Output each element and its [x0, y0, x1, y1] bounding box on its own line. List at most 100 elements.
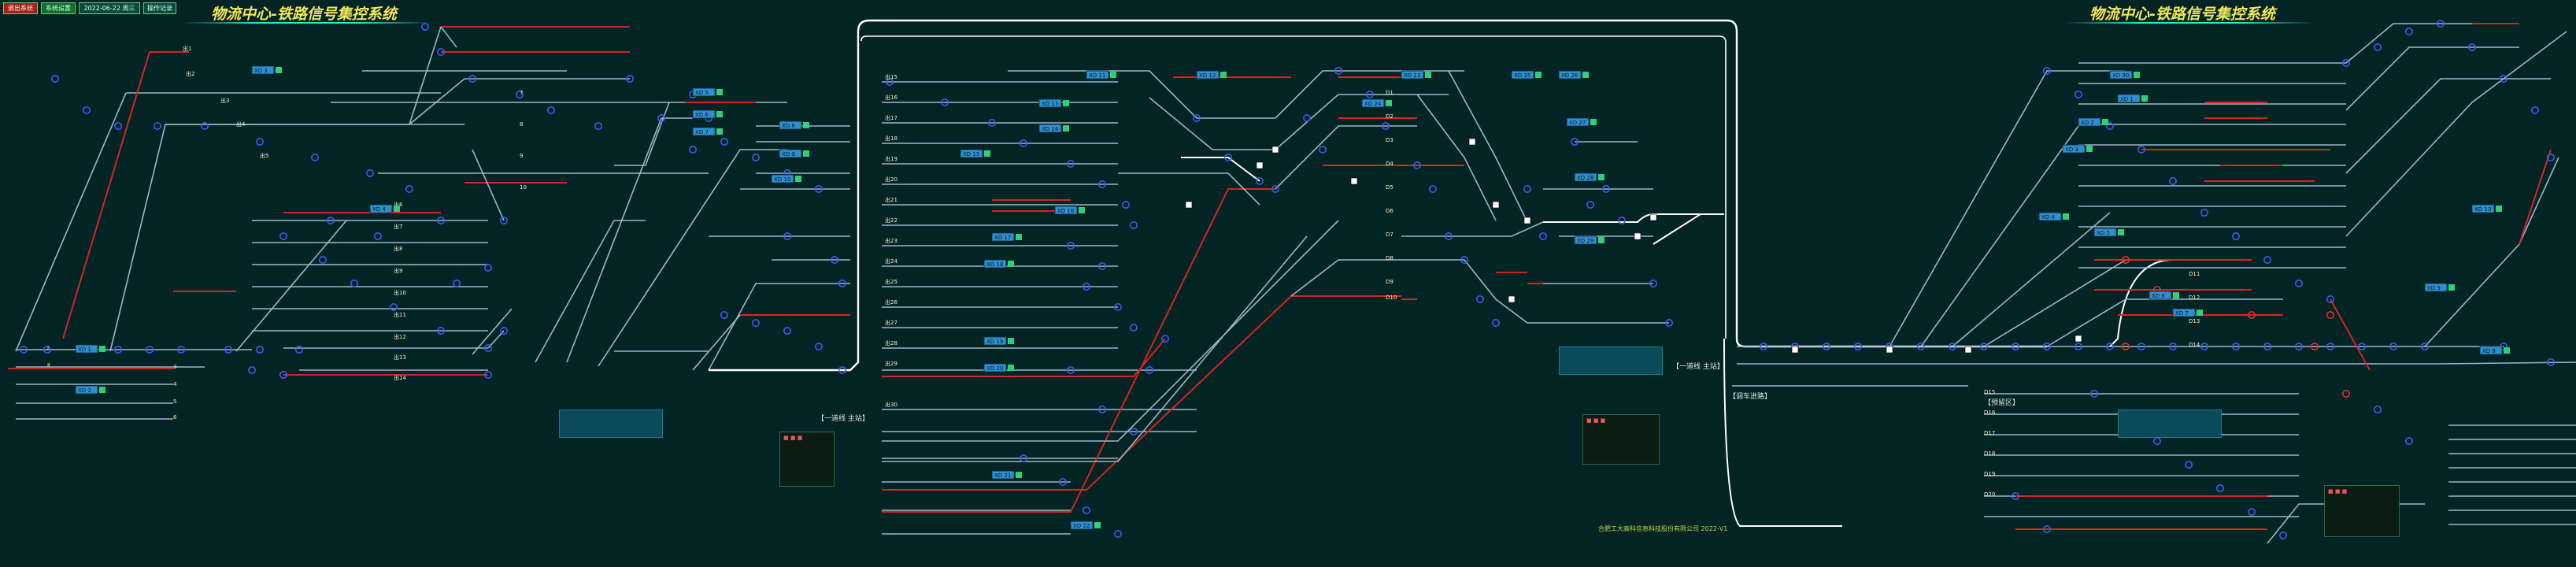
track-label: 8 — [520, 121, 523, 128]
system-settings-button[interactable]: 系统设置 — [41, 2, 76, 14]
signal-control-box[interactable] — [1511, 70, 1534, 80]
signal-lamp — [279, 370, 287, 379]
signal-lamp — [1980, 342, 1989, 350]
signal-status-indicator — [2134, 72, 2140, 78]
occupied-track — [882, 188, 1275, 513]
signal-control-box[interactable] — [692, 127, 716, 136]
signal-lamp — [483, 343, 492, 352]
signal-lamp — [83, 106, 91, 115]
signal-control-box[interactable] — [1196, 70, 1220, 80]
signal-status-indicator — [2102, 119, 2108, 125]
signal-control-box[interactable] — [991, 470, 1015, 480]
track-label: D19 — [1984, 471, 1995, 477]
signal-control-box[interactable] — [2424, 283, 2448, 292]
signal-control-label: XD 2 — [78, 387, 91, 394]
signal-control-box[interactable] — [1054, 206, 1078, 215]
active-route — [1543, 213, 1724, 223]
signal-control-box[interactable] — [2172, 308, 2196, 317]
signal-control-box[interactable] — [2038, 212, 2062, 221]
signal-control-box[interactable] — [2149, 291, 2172, 300]
signal-control-box[interactable] — [75, 385, 98, 395]
active-route — [861, 35, 1727, 339]
signal-lamp — [720, 310, 728, 319]
control-panel-left[interactable] — [559, 410, 663, 438]
signal-control-box[interactable] — [1558, 70, 1582, 80]
signal-lamp — [2137, 146, 2146, 154]
yard-diagonal — [1275, 94, 1449, 150]
signal-lamp — [1114, 529, 1123, 538]
signal-control-box[interactable] — [1574, 235, 1597, 245]
signal-control-box[interactable] — [1566, 117, 1590, 127]
signal-control-box[interactable] — [1038, 98, 1062, 108]
train-marker — [2074, 335, 2082, 343]
signal-control-box[interactable] — [2479, 346, 2503, 355]
signal-lamp — [2232, 342, 2241, 350]
signal-status-indicator — [2141, 95, 2148, 102]
mid-panel-caption: 【一道线 主站】 — [1672, 363, 1724, 371]
signal-control-box[interactable] — [983, 259, 1007, 269]
signal-lamp — [1476, 295, 1485, 303]
yard-diagonal — [1889, 70, 2126, 347]
track-label: 出13 — [394, 354, 406, 361]
signal-control-box[interactable] — [1361, 98, 1385, 108]
signal-status-indicator — [803, 122, 809, 128]
signal-control-box[interactable] — [75, 344, 98, 354]
signal-control-box[interactable] — [983, 363, 1007, 372]
signal-lamp — [815, 185, 824, 194]
signal-lamp — [657, 114, 665, 123]
signal-control-box[interactable] — [1401, 70, 1424, 80]
signal-control-box[interactable] — [251, 65, 275, 75]
signal-control-box[interactable] — [2093, 228, 2117, 237]
signal-lamp — [2232, 232, 2241, 240]
signal-control-box[interactable] — [2062, 144, 2086, 154]
signal-lamp — [751, 318, 760, 327]
signal-status-indicator — [1535, 72, 1542, 78]
signal-control-box[interactable] — [369, 204, 393, 213]
yard-diagonal — [598, 149, 787, 367]
signal-control-box[interactable] — [960, 149, 983, 158]
signal-control-box[interactable] — [1086, 70, 1109, 80]
signal-control-box[interactable] — [2078, 117, 2101, 127]
signal-lamp — [19, 345, 28, 354]
yard-diagonal — [1920, 125, 2079, 347]
yard-diagonal — [1464, 259, 1528, 324]
signal-lamp — [2295, 342, 2304, 350]
exit-system-button[interactable]: 退出系统 — [3, 2, 38, 14]
signal-control-label: XD 2 — [2081, 120, 2094, 126]
mini-map-left: ■ ■ ■ — [779, 432, 835, 487]
signal-control-label: XD 9 — [2427, 285, 2441, 291]
signal-control-box[interactable] — [779, 120, 802, 130]
track-label: D5 — [1386, 184, 1393, 191]
signal-control-box[interactable] — [1038, 124, 1062, 133]
signal-control-box[interactable] — [991, 232, 1015, 242]
operation-log-button[interactable]: 操作记录 — [143, 2, 176, 14]
signal-lamp — [783, 326, 791, 335]
signal-lamp — [114, 122, 123, 131]
signal-status-indicator — [716, 111, 723, 117]
track-label: 出27 — [885, 319, 898, 326]
signal-control-box[interactable] — [692, 87, 716, 97]
control-panel-mid[interactable] — [1559, 346, 1663, 375]
signal-lamp — [2122, 342, 2130, 350]
signal-control-box[interactable] — [2109, 70, 2133, 80]
signal-lamp — [154, 122, 162, 131]
signal-control-box[interactable] — [2471, 204, 2495, 213]
train-marker — [1634, 232, 1641, 240]
signal-control-box[interactable] — [692, 109, 716, 119]
control-panel-right[interactable] — [2118, 410, 2222, 438]
signal-control-box[interactable] — [983, 336, 1007, 346]
signal-lamp — [405, 185, 413, 194]
signal-control-box[interactable] — [1574, 172, 1597, 182]
signal-status-indicator — [2197, 309, 2203, 316]
signal-lamp — [1098, 261, 1107, 270]
track-label: D13 — [2189, 318, 2200, 324]
signal-control-box[interactable] — [1070, 521, 1094, 530]
signal-status-indicator — [1079, 207, 1085, 213]
signal-control-box[interactable] — [771, 174, 794, 183]
signal-control-box[interactable] — [2117, 94, 2141, 103]
signal-lamp — [483, 263, 492, 272]
signal-control-box[interactable] — [779, 149, 802, 158]
track-label: D15 — [1984, 389, 1995, 395]
signal-control-label: XD 3 — [2065, 146, 2078, 153]
